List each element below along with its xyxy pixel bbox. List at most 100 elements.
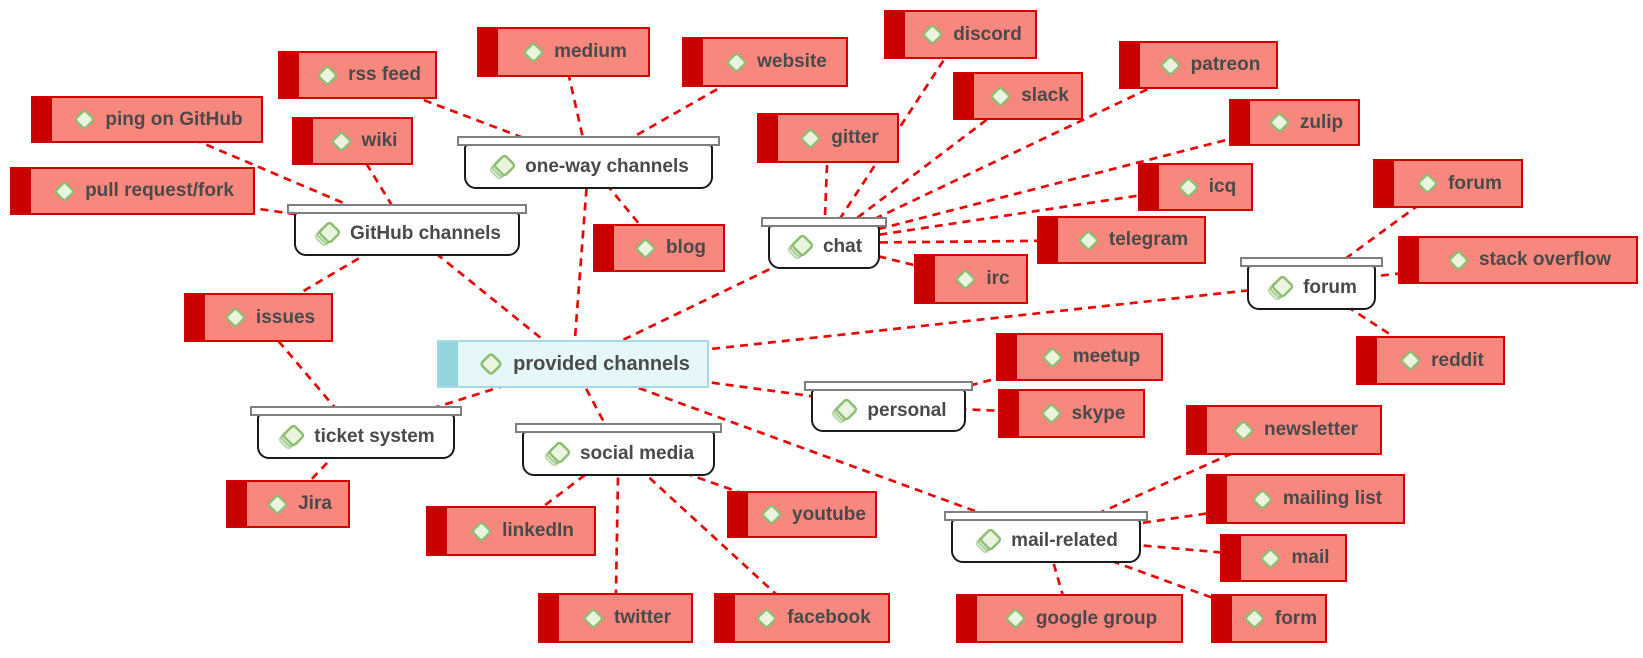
category-body: GitHub channels bbox=[294, 212, 520, 256]
category-body: forum bbox=[1247, 265, 1376, 310]
node-label: discord bbox=[953, 23, 1022, 45]
node-medium: medium bbox=[477, 27, 650, 77]
node-label: forum bbox=[1448, 172, 1502, 194]
category-body: social media bbox=[522, 431, 715, 476]
node-website: website bbox=[682, 37, 848, 87]
diamond-icon bbox=[801, 128, 821, 148]
diamond-icon bbox=[472, 521, 492, 541]
node-label: provided channels bbox=[513, 352, 690, 375]
edge-social-media-twitter bbox=[614, 449, 620, 619]
diamond-icon bbox=[635, 238, 655, 258]
node-forum: forum bbox=[1373, 159, 1523, 208]
node-form: form bbox=[1211, 594, 1327, 643]
node-label: ping on GitHub bbox=[105, 108, 243, 130]
node-twitter: twitter bbox=[538, 593, 693, 643]
diamond-icon bbox=[1041, 403, 1061, 424]
diamond-icon bbox=[1448, 250, 1469, 270]
node-label: slack bbox=[1021, 85, 1069, 106]
diamond-icon bbox=[1269, 112, 1289, 133]
node-provided-channels: provided channels bbox=[437, 340, 709, 388]
edge-chat-slack bbox=[823, 94, 1019, 245]
category-tab-bar bbox=[250, 406, 462, 416]
node-forum-group: forum bbox=[1240, 257, 1383, 310]
node-issues: issues bbox=[184, 293, 333, 342]
node-newsletter: newsletter bbox=[1186, 405, 1382, 455]
diamond-icon bbox=[480, 353, 502, 375]
node-discord: discord bbox=[884, 10, 1037, 59]
node-label: wiki bbox=[361, 130, 398, 151]
node-personal: personal bbox=[804, 381, 973, 432]
node-label: blog bbox=[665, 237, 707, 258]
node-label: rss feed bbox=[348, 64, 421, 85]
node-label: personal bbox=[867, 399, 947, 421]
diamond-icon bbox=[1252, 489, 1272, 509]
node-label: mail-related bbox=[1011, 530, 1118, 551]
node-label: reddit bbox=[1431, 349, 1484, 371]
category-tab-bar bbox=[1240, 257, 1383, 267]
node-label: google group bbox=[1035, 607, 1158, 629]
diamond-icon bbox=[727, 52, 747, 72]
node-label: stack overflow bbox=[1479, 249, 1611, 270]
diamond-icon bbox=[762, 504, 782, 525]
category-tab-bar bbox=[804, 381, 973, 391]
category-tab-bar bbox=[515, 423, 722, 433]
edge-chat-zulip bbox=[823, 121, 1295, 245]
node-reddit: reddit bbox=[1356, 336, 1505, 385]
node-label: gitter bbox=[831, 127, 879, 148]
node-label: skype bbox=[1071, 402, 1126, 424]
node-jira: Jira bbox=[226, 480, 350, 528]
edge-chat-icq bbox=[823, 185, 1196, 245]
layered-diamonds-icon bbox=[279, 424, 305, 449]
node-blog: blog bbox=[593, 224, 725, 272]
diamond-icon bbox=[524, 42, 544, 62]
node-one-way-channels: one-way channels bbox=[457, 136, 720, 189]
node-ping-on-github: ping on GitHub bbox=[31, 96, 263, 143]
category-body: one-way channels bbox=[464, 144, 713, 189]
node-label: mailing list bbox=[1282, 488, 1383, 509]
node-label: GitHub channels bbox=[350, 223, 501, 244]
category-body: chat bbox=[768, 225, 880, 269]
diamond-icon bbox=[757, 608, 777, 628]
node-skype: skype bbox=[998, 389, 1145, 438]
diamond-icon bbox=[923, 24, 943, 45]
diamond-icon bbox=[1233, 420, 1254, 440]
diamond-icon bbox=[268, 494, 288, 514]
node-label: ticket system bbox=[314, 425, 435, 447]
node-github-channels: GitHub channels bbox=[287, 204, 527, 256]
diamond-icon bbox=[75, 109, 95, 130]
layered-diamonds-icon bbox=[1267, 275, 1294, 300]
layered-diamonds-icon bbox=[544, 441, 571, 466]
node-meetup: meetup bbox=[996, 333, 1163, 381]
category-tab-bar bbox=[761, 217, 887, 227]
node-label: facebook bbox=[787, 607, 871, 628]
category-tab-bar bbox=[287, 204, 527, 214]
layered-diamonds-icon bbox=[832, 398, 858, 423]
node-label: mail bbox=[1291, 547, 1330, 568]
node-icq: icq bbox=[1138, 163, 1253, 211]
diamond-icon bbox=[1261, 548, 1281, 568]
node-rss-feed: rss feed bbox=[278, 51, 437, 99]
node-stack-overflow: stack overflow bbox=[1398, 236, 1638, 284]
node-label: one-way channels bbox=[525, 155, 689, 177]
diamond-icon bbox=[331, 131, 351, 151]
node-irc: irc bbox=[914, 254, 1028, 304]
category-tab-bar bbox=[457, 136, 720, 146]
node-label: chat bbox=[822, 236, 863, 257]
node-label: icq bbox=[1208, 176, 1237, 197]
node-label: forum bbox=[1303, 276, 1357, 298]
node-label: medium bbox=[554, 41, 627, 62]
node-label: social media bbox=[579, 442, 695, 464]
node-label: website bbox=[757, 51, 827, 72]
diamond-icon bbox=[1401, 350, 1421, 371]
layered-diamonds-icon bbox=[787, 234, 814, 260]
diamond-icon bbox=[1042, 347, 1062, 367]
node-slack: slack bbox=[953, 72, 1083, 120]
node-pull-request-fork: pull request/fork bbox=[10, 167, 255, 215]
edge-provided-channels-personal bbox=[572, 362, 889, 408]
node-gitter: gitter bbox=[757, 113, 899, 163]
node-patreon: patreon bbox=[1119, 41, 1278, 89]
node-social-media: social media bbox=[515, 423, 722, 476]
diamond-icon bbox=[1244, 608, 1264, 629]
category-body: mail-related bbox=[951, 519, 1141, 563]
